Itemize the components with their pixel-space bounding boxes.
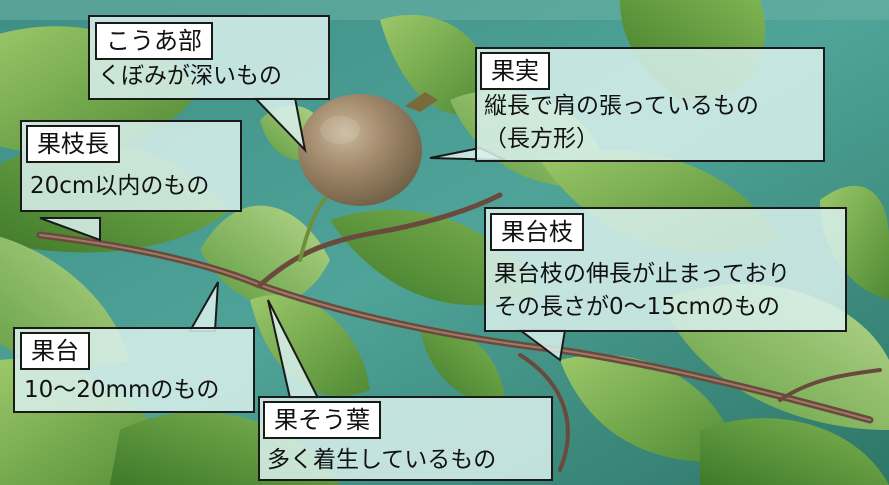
label-kadaishi-line: 果台枝の伸長が止まっており xyxy=(494,261,791,287)
label-kajitsu-text: 縦長で肩の張っているもの （長方形） xyxy=(484,90,759,156)
label-kajitsu-line: 縦長で肩の張っているもの xyxy=(484,93,759,119)
label-kasouyou-text: 多く着生しているもの xyxy=(267,444,496,477)
label-kouabu-text: くぼみが深いもの xyxy=(98,60,282,93)
label-kajitsu-title: 果実 xyxy=(480,52,550,90)
label-kasouyou-line: 多く着生しているもの xyxy=(267,447,497,473)
label-kouabu-line: くぼみが深いもの xyxy=(98,63,282,89)
label-kadai-text: 10～20mmのもの xyxy=(24,374,219,407)
apple-fruit xyxy=(298,92,438,206)
label-kashichou-line: 20cm以内のもの xyxy=(30,173,210,199)
label-kadaishi-text: 果台枝の伸長が止まっており その長さが0～15cmのもの xyxy=(494,258,790,324)
label-kashichou-title: 果枝長 xyxy=(26,125,120,163)
label-kajitsu-line: （長方形） xyxy=(484,126,599,152)
label-kouabu-title: こうあ部 xyxy=(95,22,213,60)
label-kadai-line: 10～20mmのもの xyxy=(24,377,220,403)
label-kadai-title: 果台 xyxy=(20,332,90,370)
label-kasouyou-title: 果そう葉 xyxy=(263,401,381,439)
label-kadaishi-title: 果台枝 xyxy=(490,213,584,251)
label-kadaishi-line: その長さが0～15cmのもの xyxy=(494,294,780,320)
branch-group xyxy=(36,188,882,472)
label-kashichou-text: 20cm以内のもの xyxy=(30,170,209,203)
